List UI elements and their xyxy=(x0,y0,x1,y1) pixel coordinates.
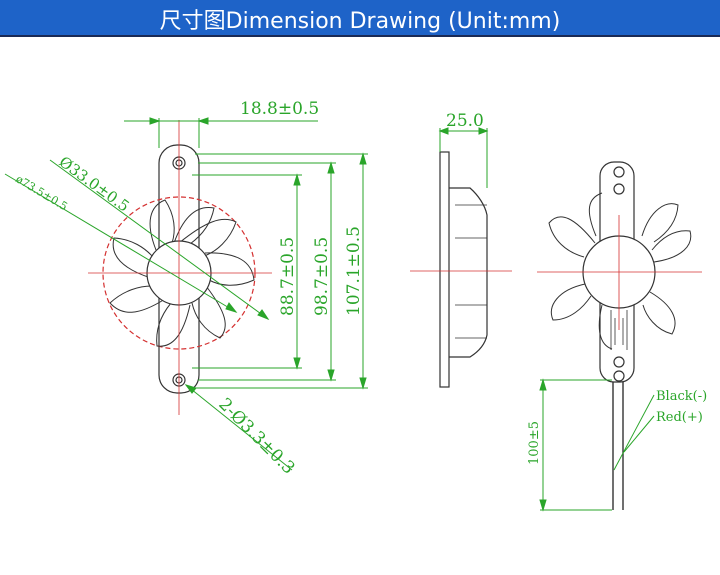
rear-centerlines xyxy=(537,215,702,330)
side-hub-profile xyxy=(449,187,488,358)
rear-wire-channel xyxy=(610,310,628,350)
side-width-dim: 25.0 xyxy=(446,111,484,131)
rear-top-hole-2 xyxy=(613,183,625,195)
side-plate xyxy=(439,151,450,388)
front-centerlines xyxy=(88,120,272,415)
rear-bottom-hole xyxy=(613,356,625,368)
black-wire-label: Black(-) xyxy=(656,389,707,404)
mount-holes-dim: 2-Ø3.3±0.3 xyxy=(214,394,298,478)
title-banner: 尺寸图Dimension Drawing (Unit:mm) xyxy=(0,0,720,37)
dimension-drawing: 18.8±0.5 Ø33.0±0.5 ø73.5±0.5 88.7±0.5 98… xyxy=(4,99,707,512)
side-view xyxy=(439,151,488,388)
span-98-dim: 98.7±0.5 xyxy=(312,237,332,316)
rear-bottom-hole-2 xyxy=(613,370,625,382)
side-dimension-lines xyxy=(438,127,489,188)
side-blade-profile xyxy=(455,204,487,339)
rear-top-hole xyxy=(613,166,625,178)
red-wire-label: Red(+) xyxy=(656,410,703,425)
rear-view xyxy=(548,161,692,510)
rear-blades xyxy=(548,192,692,350)
wire-leaders xyxy=(539,378,655,512)
front-blades xyxy=(109,199,255,347)
span-88-dim: 88.7±0.5 xyxy=(278,237,298,316)
page-title: 尺寸图Dimension Drawing (Unit:mm) xyxy=(159,9,561,34)
thickness-dim: 18.8±0.5 xyxy=(240,99,319,119)
lead-length-dim: 100±5 xyxy=(527,421,542,465)
overall-length-dim: 107.1±0.5 xyxy=(344,226,364,316)
blade-diameter-dim: ø73.5±0.5 xyxy=(13,172,69,213)
front-dimension-lines xyxy=(4,117,368,471)
